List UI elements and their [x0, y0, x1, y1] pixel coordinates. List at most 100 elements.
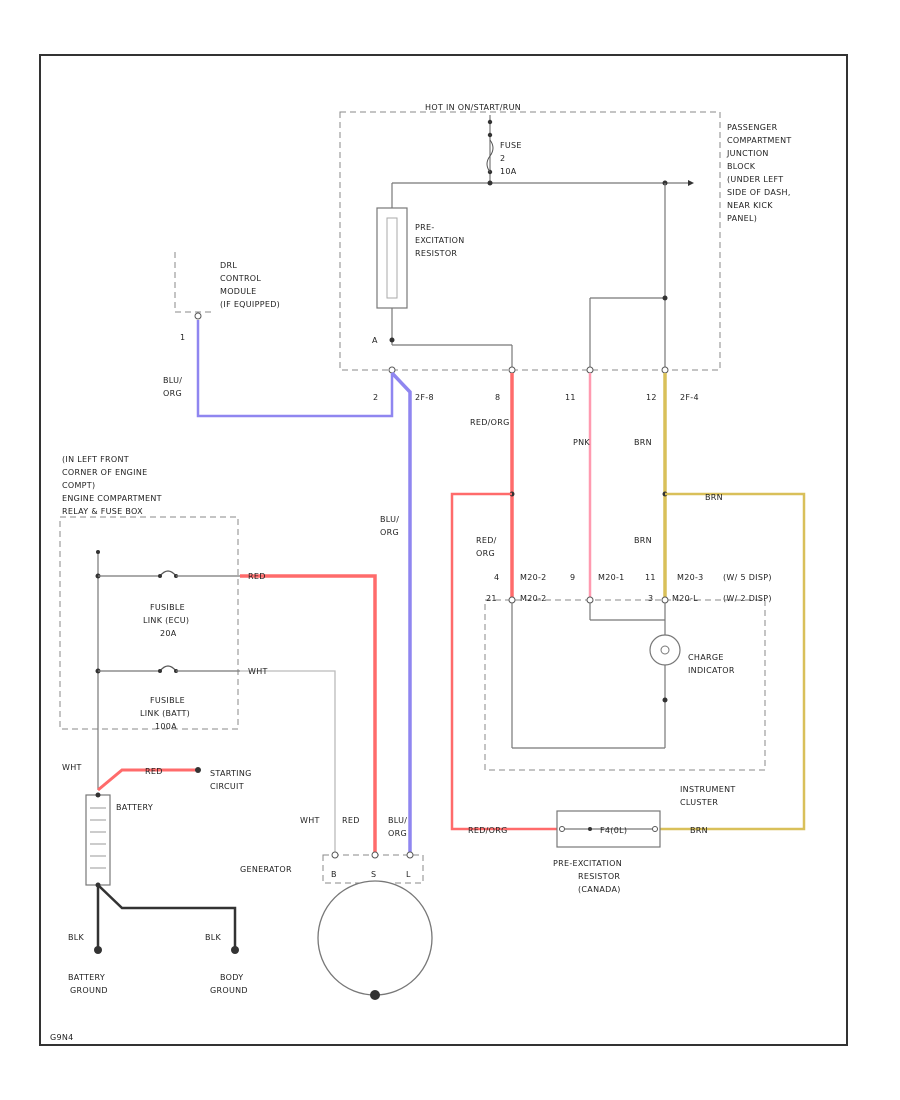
pr-label-1: PRE-EXCITATION: [553, 859, 622, 868]
conn-2f8-label: 2F-8: [415, 393, 434, 402]
pin-8-label: 8: [495, 393, 500, 402]
wire-wht-label: WHT: [248, 667, 268, 676]
wire-wht-generator: [240, 670, 336, 855]
wire-blu-org-drl: [196, 320, 394, 418]
gen-b-label: B: [331, 870, 337, 879]
conn-m20-1-label: M20-1: [598, 573, 625, 582]
fl1-label-1: FUSIBLE: [150, 603, 185, 612]
fuse-2: [486, 115, 494, 183]
uf-label-3: COMPT): [62, 481, 95, 490]
wht-batt-label: WHT: [62, 763, 82, 772]
battery-ground-label-1: BATTERY: [68, 973, 105, 982]
wire-red-generator: [240, 574, 377, 855]
gen-wht-label: WHT: [300, 816, 320, 825]
pr-rf-label: F4(0L): [600, 826, 627, 835]
conn-m20-l-label: M20-L: [672, 594, 698, 603]
pre-excitation-resistor: [376, 207, 408, 309]
pjb-label-4: BLOCK: [727, 162, 756, 171]
fl1-label-2: LINK (ECU): [143, 616, 189, 625]
wire-red-org-canada: [450, 492, 557, 831]
conn-m20-2-label: M20-2: [520, 573, 547, 582]
ic-label-2: (W/ 2 DISP): [723, 594, 772, 603]
pjb-label-7: NEAR KICK: [727, 201, 773, 210]
body-ground-label-2: GROUND: [210, 986, 248, 995]
wire-brn-canada: [660, 492, 806, 831]
pin-9-label: 9: [570, 573, 575, 582]
pjb-label-5: (UNDER LEFT: [727, 175, 783, 184]
gen-blu-label-2: ORG: [388, 829, 407, 838]
conn-2f4-label: 2F-4: [680, 393, 699, 402]
wire-pnk-label: PNK: [573, 438, 590, 447]
wire-red-starting: [97, 768, 198, 792]
engine-fuse-box-outline: [59, 516, 239, 730]
uf-label-1: (IN LEFT FRONT: [62, 455, 129, 464]
drl-label-2: CONTROL: [220, 274, 261, 283]
fl2-label-3: 100A: [155, 722, 177, 731]
wire-blk-body-ground: [97, 884, 237, 950]
wire-brn-mid-label: BRN: [634, 536, 652, 545]
page-id: G9N4: [50, 1033, 74, 1042]
battery-ground-label-2: GROUND: [70, 986, 108, 995]
pin-21-label: 21: [486, 594, 497, 603]
wire-red-org-2-1: RED/: [476, 536, 497, 545]
conn-m20-3-label: M20-3: [677, 573, 704, 582]
wire-red-label: RED: [248, 572, 266, 581]
conn-m20-2b-label: M20-2: [520, 594, 547, 603]
pin-drl-label: 1: [180, 333, 185, 342]
pjb-label-2: COMPARTMENT: [727, 136, 792, 145]
pr-label-2: RESISTOR: [578, 872, 620, 881]
gen-red-label: RED: [342, 816, 360, 825]
wire-blu-org-mid-2: ORG: [380, 528, 399, 537]
passenger-junction-block-outline: [339, 111, 721, 371]
instrument-cluster-outline: [484, 599, 766, 771]
wire-brn-right-label: BRN: [705, 493, 723, 502]
red-batt-label: RED: [145, 767, 163, 776]
uf-label-4: ENGINE COMPARTMENT: [62, 494, 162, 503]
fl2-label-1: FUSIBLE: [150, 696, 185, 705]
wire-blu-org-mid-1: BLU/: [380, 515, 399, 524]
fl2-label-2: LINK (BATT): [140, 709, 190, 718]
wire-red-org-label: RED/ORG: [470, 418, 510, 427]
preexc-label-3: RESISTOR: [415, 249, 457, 258]
red-org-bottom-label: RED/ORG: [468, 826, 508, 835]
pin-3-label: 3: [648, 594, 653, 603]
starting-label-2: CIRCUIT: [210, 782, 244, 791]
drl-module-outline: [174, 252, 214, 313]
fuse-label-2: 2: [500, 154, 505, 163]
ic-name-2: CLUSTER: [680, 798, 718, 807]
hot-in-label: HOT IN ON/START/RUN: [425, 103, 521, 112]
pin-11b-label: 11: [645, 573, 656, 582]
fuse-label-3: 10A: [500, 167, 517, 176]
battery-label: BATTERY: [116, 803, 153, 812]
drl-label-4: (IF EQUIPPED): [220, 300, 280, 309]
charge-label-2: INDICATOR: [688, 666, 735, 675]
pjb-label-1: PASSENGER: [727, 123, 778, 132]
wire-red-org-2-2: ORG: [476, 549, 495, 558]
charge-label-1: CHARGE: [688, 653, 724, 662]
wire-blu-org-1: BLU/: [163, 376, 182, 385]
pjb-label-8: PANEL): [727, 214, 757, 223]
pr-label-3: (CANADA): [578, 885, 621, 894]
pin-pjb-2-label: 2: [373, 393, 378, 402]
drl-label-3: MODULE: [220, 287, 257, 296]
uf-label-2: CORNER OF ENGINE: [62, 468, 147, 477]
uf-label-5: RELAY & FUSE BOX: [62, 507, 143, 516]
fl1-label-3: 20A: [160, 629, 177, 638]
gen-s-label: S: [371, 870, 376, 879]
pjb-label-6: SIDE OF DASH,: [727, 188, 791, 197]
wire-brn-label: BRN: [634, 438, 652, 447]
blk-label-1: BLK: [68, 933, 85, 942]
starting-label-1: STARTING: [210, 769, 252, 778]
body-ground-label-1: BODY: [220, 973, 243, 982]
preexc-label-2: EXCITATION: [415, 236, 465, 245]
gen-blu-label-1: BLU/: [388, 816, 407, 825]
pin-11-label: 11: [565, 393, 576, 402]
blk-label-2: BLK: [205, 933, 222, 942]
ic-name-1: INSTRUMENT: [680, 785, 736, 794]
brn-bottom-label: BRN: [690, 826, 708, 835]
wire-blu-org-generator: [390, 371, 412, 855]
generator: [317, 880, 433, 996]
generator-label: GENERATOR: [240, 865, 292, 874]
wire-blu-org-2: ORG: [163, 389, 182, 398]
